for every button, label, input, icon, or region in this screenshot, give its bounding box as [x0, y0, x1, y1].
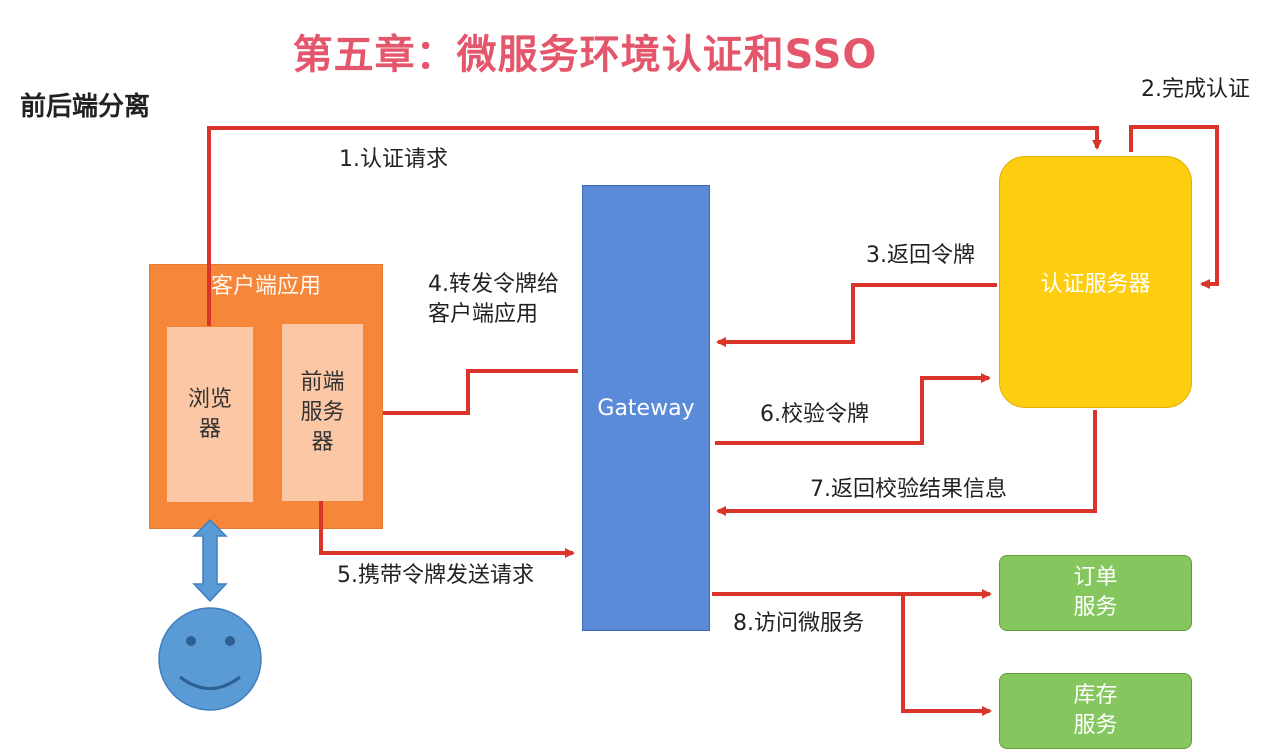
page-title: 第五章：微服务环境认证和SSO	[292, 32, 878, 78]
auth-server-box: 认证服务器	[999, 156, 1192, 408]
step-3-label: 3.返回令牌	[866, 243, 975, 268]
step-6-label: 6.校验令牌	[760, 402, 869, 427]
step-5-label: 5.携带令牌发送请求	[337, 563, 534, 588]
client-app-label: 客户端应用	[210, 274, 321, 299]
user-smiley-icon	[158, 607, 262, 711]
section-subtitle: 前后端分离	[20, 92, 151, 122]
step-7-label: 7.返回校验结果信息	[810, 477, 1007, 502]
browser-box: 浏览 器	[167, 327, 253, 502]
arrow-verify-token	[715, 373, 991, 445]
arrow-auth-request	[207, 126, 1102, 326]
arrow-complete-auth	[1129, 125, 1219, 289]
arrow-to-stock	[901, 594, 992, 716]
double-arrow-icon	[192, 518, 228, 603]
order-service-box: 订单 服务	[999, 555, 1192, 631]
arrow-verify-result	[716, 410, 1097, 516]
step-2-label: 2.完成认证	[1141, 77, 1250, 102]
arrow-forward-token	[371, 369, 578, 418]
frontend-server-box: 前端 服务 器	[282, 324, 363, 501]
step-8-label: 8.访问微服务	[733, 611, 864, 636]
step-1-label: 1.认证请求	[339, 147, 448, 172]
step-4-label: 4.转发令牌给 客户端应用	[428, 272, 559, 327]
gateway-box: Gateway	[582, 185, 710, 631]
arrow-return-token	[716, 283, 997, 347]
stock-service-box: 库存 服务	[999, 673, 1192, 749]
